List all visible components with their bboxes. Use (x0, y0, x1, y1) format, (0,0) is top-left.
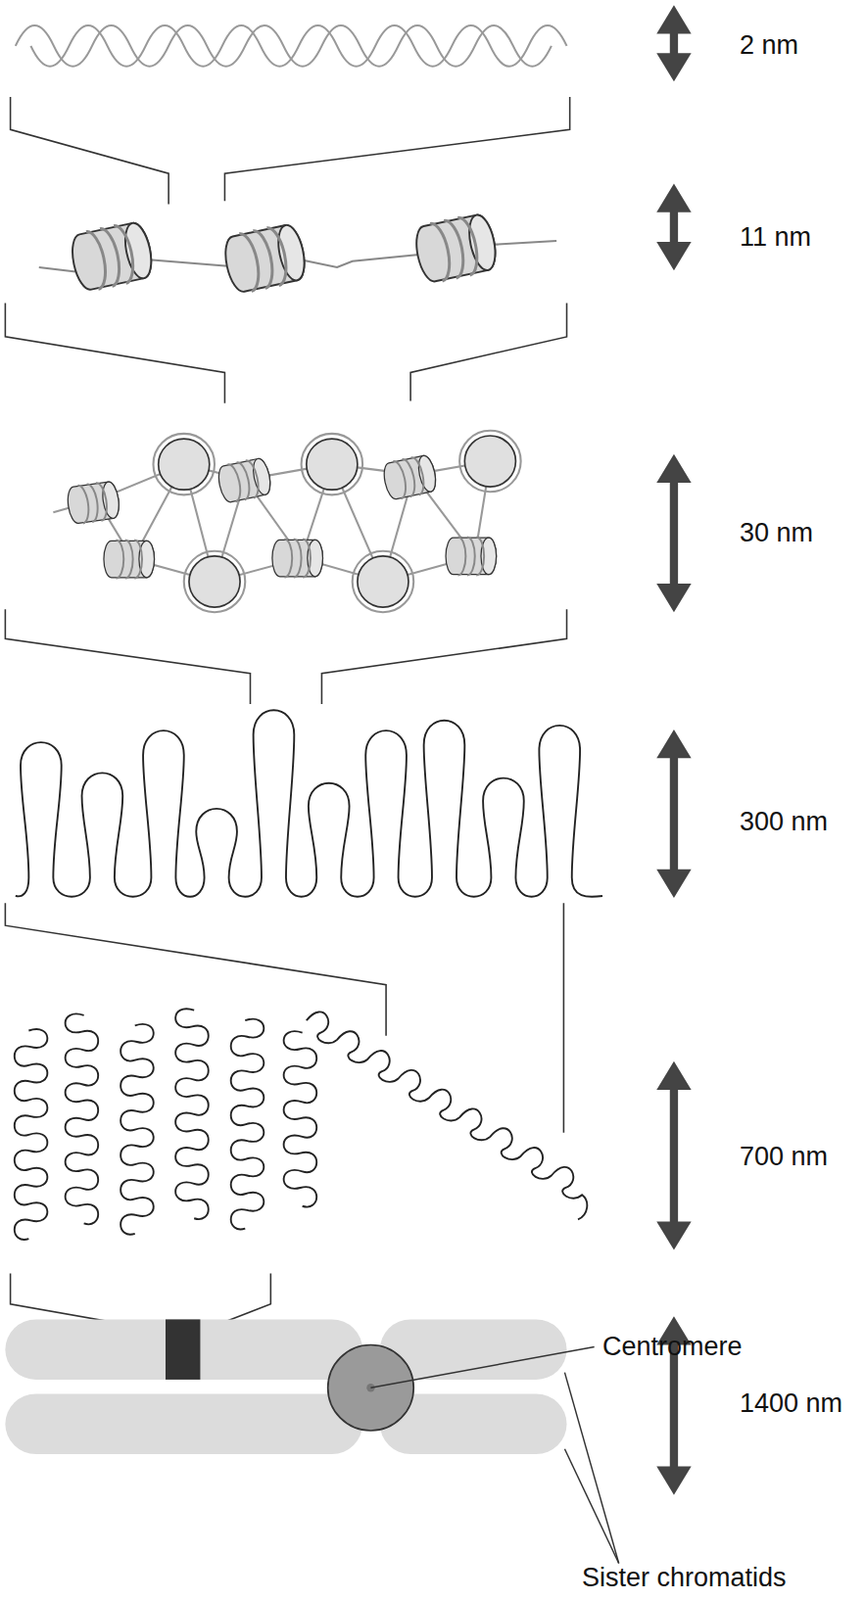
dimension-label: 11 nm (739, 223, 812, 253)
dimension-label: 300 nm (739, 808, 828, 838)
condensed-coil (14, 1009, 588, 1241)
part-label: Centromere (602, 1333, 743, 1363)
part-label: Sister chromatids (581, 1564, 787, 1594)
dimension-label: 700 nm (739, 1143, 828, 1173)
solenoid-fiber (52, 431, 521, 613)
dimension-label: 1400 nm (739, 1390, 843, 1420)
zoom-bracket (4, 96, 570, 1358)
nucleosome-fiber (39, 211, 557, 295)
dna-helix (15, 25, 568, 67)
dimension-arrow (656, 4, 691, 1495)
dimension-label: 30 nm (739, 519, 814, 549)
metaphase-chromosome (4, 1319, 567, 1455)
leader-line (370, 1347, 619, 1565)
dimension-label: 2 nm (739, 31, 799, 61)
loop-domains (15, 710, 603, 898)
